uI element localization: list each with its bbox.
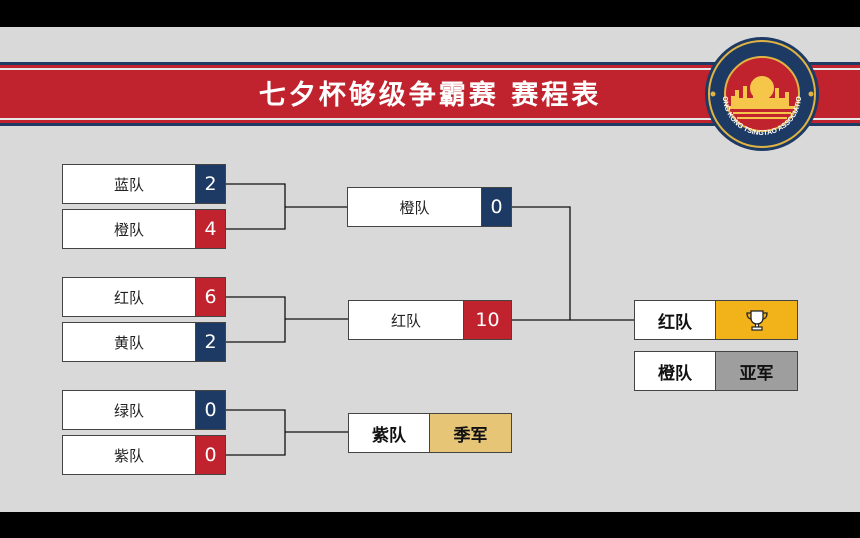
semifinal-team1: 橙队 0 <box>347 187 512 227</box>
team-score: 2 <box>195 165 225 203</box>
team-name: 橙队 <box>658 363 692 384</box>
champion-badge <box>715 301 797 339</box>
third-place-box: 紫队 季军 <box>348 413 512 453</box>
team-score: 4 <box>195 210 225 248</box>
third-place-label: 季军 <box>429 414 511 452</box>
round1-match1-team1: 蓝队 2 <box>62 164 226 204</box>
team-name: 绿队 <box>113 401 144 420</box>
team-name: 红队 <box>113 288 144 307</box>
team-name: 红队 <box>390 311 421 330</box>
team-score: 2 <box>195 323 225 361</box>
team-name: 橙队 <box>399 198 430 217</box>
team-name: 橙队 <box>113 220 144 239</box>
team-name: 紫队 <box>372 425 406 446</box>
team-score: 6 <box>195 278 225 316</box>
round1-match2-team2: 黄队 2 <box>62 322 226 362</box>
team-name: 黄队 <box>113 333 144 352</box>
round1-match2-team1: 红队 6 <box>62 277 226 317</box>
trophy-icon <box>745 310 768 331</box>
runner-up-box: 橙队 亚军 <box>634 351 798 391</box>
team-score: 0 <box>481 188 511 226</box>
page-title: 七夕杯够级争霸赛 赛程表 <box>258 80 602 111</box>
team-score: 10 <box>463 301 511 339</box>
banner-stripe: 七夕杯够级争霸赛 赛程表 <box>0 68 860 120</box>
team-name: 红队 <box>658 312 692 333</box>
association-seal-icon: HONG KONG TSINGTAO ASSOCIATION <box>703 36 819 151</box>
round1-match3-team2: 紫队 0 <box>62 435 226 475</box>
semifinal-team2: 红队 10 <box>348 300 512 340</box>
team-score: 0 <box>195 391 225 429</box>
team-score: 0 <box>195 436 225 474</box>
runner-up-label: 亚军 <box>715 352 797 390</box>
round1-match1-team2: 橙队 4 <box>62 209 226 249</box>
champion-box: 红队 <box>634 300 798 340</box>
round1-match3-team1: 绿队 0 <box>62 390 226 430</box>
team-name: 紫队 <box>113 446 144 465</box>
team-name: 蓝队 <box>113 175 144 194</box>
